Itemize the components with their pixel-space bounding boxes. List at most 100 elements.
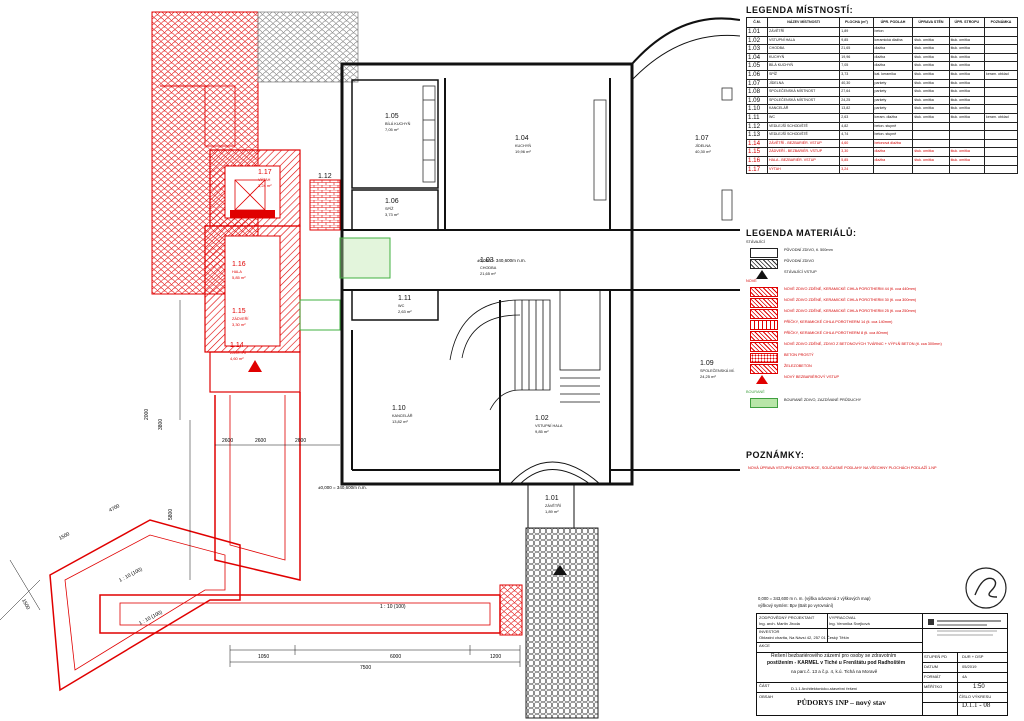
rooms-legend-cell-walls xyxy=(912,27,950,37)
demolished-walls xyxy=(299,237,391,331)
rooms-legend-cell-walls: štuk. omítka xyxy=(912,87,950,97)
kitchen-units xyxy=(422,85,733,221)
rooms-legend-cell-walls: štuk. omítka xyxy=(912,61,950,71)
rooms-legend-cell-note xyxy=(984,78,1018,89)
rooms-legend-cell-area: 1,89 xyxy=(839,27,874,37)
room-number: 1.11 xyxy=(398,295,411,302)
room-number: 1.06 xyxy=(385,198,399,205)
list-item: NOVÉ ZDIVO ZDĚNÉ, ZDIVO Z BETONOVÝCH TVÁ… xyxy=(746,340,1016,352)
existing-walls xyxy=(340,17,740,486)
material-label: NOVÝ BEZBARIÉROVÝ VSTUP xyxy=(784,375,840,379)
material-label: BETON PROSTÝ xyxy=(784,353,814,357)
rooms-legend-cell-ceiling xyxy=(948,27,986,37)
rooms-legend-cell-walls xyxy=(912,130,950,140)
room-name: ZÁVĚTŘÍ xyxy=(545,503,562,508)
rooms-legend-cell-floor: parkety xyxy=(872,95,914,106)
rooms-legend-cell-walls: štuk. omítka xyxy=(912,44,950,54)
room-number: 1.01 xyxy=(545,495,559,502)
rooms-legend-cell-note: keram. obklad xyxy=(984,69,1018,80)
tb-akce-value-2: postižením - KARMEL v Tiché u Frenštátu … xyxy=(767,660,906,666)
notes-text: NOVÁ ÚPRAVA VSTUPNÍ KONSTRUKCE, SOUČASNÉ… xyxy=(748,466,937,470)
rooms-legend-cell-walls: štuk. omítka xyxy=(912,104,950,114)
firm-logo-small xyxy=(928,619,1001,636)
rooms-legend-header-cell: PLOCHA (m²) xyxy=(839,17,874,28)
lift-door xyxy=(230,210,275,218)
rooms-legend-cell-floor: keramická dlažba xyxy=(872,35,914,46)
room-number: 1.09 xyxy=(700,360,714,367)
rooms-legend-cell-name: ZÁVĚTŘÍ - BEZBARIÉR. VSTUP xyxy=(766,138,841,149)
room-name: HALA xyxy=(232,270,242,274)
rooms-legend-cell-area: 3,30 xyxy=(839,147,874,157)
rooms-legend-cell-name: KANCELÁŘ xyxy=(766,104,841,114)
dimension-lines xyxy=(0,300,521,667)
room-area: 1,89 m² xyxy=(545,509,559,514)
vert-dim-1: 5800 xyxy=(168,509,174,520)
cobbled-path xyxy=(525,527,599,719)
room-number: 1.07 xyxy=(695,135,709,142)
rooms-legend-cell-num: 1.12 xyxy=(746,121,768,132)
tb-cislo-label: ČÍSLO VÝKRESU xyxy=(959,694,992,699)
rooms-legend-cell-num: 1.06 xyxy=(746,69,768,80)
tb-vypracoval-label: ZODPOVĚDNÝ PROJEKTANT xyxy=(759,615,815,620)
rooms-legend-cell-num: 1.02 xyxy=(746,35,768,46)
list-item: PŘÍČKY, KERAMICKÉ CIHLA POROTHERM 8 (tl.… xyxy=(746,329,1016,341)
tb-datum-label: DATUM xyxy=(924,664,938,669)
room-name: JÍDELNA xyxy=(695,144,711,148)
rooms-legend-cell-num: 1.08 xyxy=(746,87,768,97)
rooms-legend-cell-note xyxy=(984,155,1018,166)
rooms-legend-cell-floor: parkety xyxy=(872,87,914,97)
room-area: 19,96 m² xyxy=(515,149,531,154)
rooms-legend-cell-note xyxy=(984,61,1018,71)
rooms-legend-header-cell: Č.M. xyxy=(746,17,768,28)
room-area: 2,63 m² xyxy=(398,309,412,314)
dim-bottom-2: 6000 xyxy=(390,654,401,660)
tb-kreslil-value: Ing. Veronika Svejková xyxy=(829,621,870,626)
material-swatch xyxy=(756,270,768,279)
rooms-legend-cell-name: KUCHYŇ xyxy=(766,52,841,63)
vert-dim-2: 3800 xyxy=(158,419,164,430)
dim-left-1: 4700 xyxy=(108,503,121,514)
existing-entrance-triangle xyxy=(553,565,567,575)
room-name: ZÁDVEŘÍ xyxy=(232,316,249,321)
material-swatch xyxy=(750,331,778,341)
room-number: 1.05 xyxy=(385,113,399,120)
rooms-legend-cell-ceiling: štuk. omítka xyxy=(948,61,986,71)
dim-left-3: 1500 xyxy=(20,598,31,611)
materials-demolition-list: BOURANÉ ZDIVO, ZAZDÍVANÉ PRŮDUCHY xyxy=(746,396,1016,408)
dim-bottom-1: 1050 xyxy=(258,654,269,660)
ramp-label-3: 1 : 10 (100) xyxy=(380,604,406,610)
material-label: ŽELEZOBETON xyxy=(784,364,812,368)
rooms-legend-cell-note xyxy=(984,87,1018,97)
rooms-legend-cell-area: 5,85 xyxy=(839,155,874,166)
list-item: BOURANÉ ZDIVO, ZAZDÍVANÉ PRŮDUCHY xyxy=(746,396,1016,408)
rooms-legend-cell-name: SPOLEČENSKÁ MÍSTNOST xyxy=(766,87,841,97)
material-label: PŮVODNÍ ZDIVO xyxy=(784,259,814,263)
room-area: 3,73 m² xyxy=(385,212,399,217)
tb-stupen-label: STUPEŇ PD xyxy=(924,654,947,659)
room-number: 1.15 xyxy=(232,308,246,315)
tb-kreslil-label: VYPRACOVAL xyxy=(829,615,856,620)
rooms-legend-cell-ceiling: štuk. omítka xyxy=(948,87,986,97)
rooms-legend-cell-ceiling: štuk. omítka xyxy=(948,155,986,166)
dim-left-2: 1500 xyxy=(58,531,71,542)
rooms-legend-cell-num: 1.17 xyxy=(746,164,768,175)
room-area: 5,85 m² xyxy=(232,275,246,280)
rooms-legend-cell-area: 27,64 xyxy=(839,87,874,97)
rooms-legend-cell-area: 40,30 xyxy=(839,78,874,89)
tb-meritko-label: MĚŘÍTKO xyxy=(924,684,943,689)
room-area: 3,24 m² xyxy=(258,183,272,188)
rooms-legend-cell-floor: betonová dlažba xyxy=(872,138,914,149)
material-label: PŘÍČKY, KERAMICKÉ CIHLA POROTHERM 14 (tl… xyxy=(784,320,893,324)
rooms-legend-cell-name: CHODBA xyxy=(766,44,841,54)
notes-title: POZNÁMKY: xyxy=(746,450,805,460)
rooms-legend-cell-walls: štuk. omítka xyxy=(912,95,950,106)
rooms-legend-cell-note xyxy=(984,95,1018,106)
rooms-legend-cell-walls: štuk. omítka xyxy=(912,155,950,166)
dim-mid-3: 2600 xyxy=(295,438,306,444)
material-swatch xyxy=(750,298,778,308)
rooms-legend-cell-walls: štuk. omítka xyxy=(912,35,950,46)
